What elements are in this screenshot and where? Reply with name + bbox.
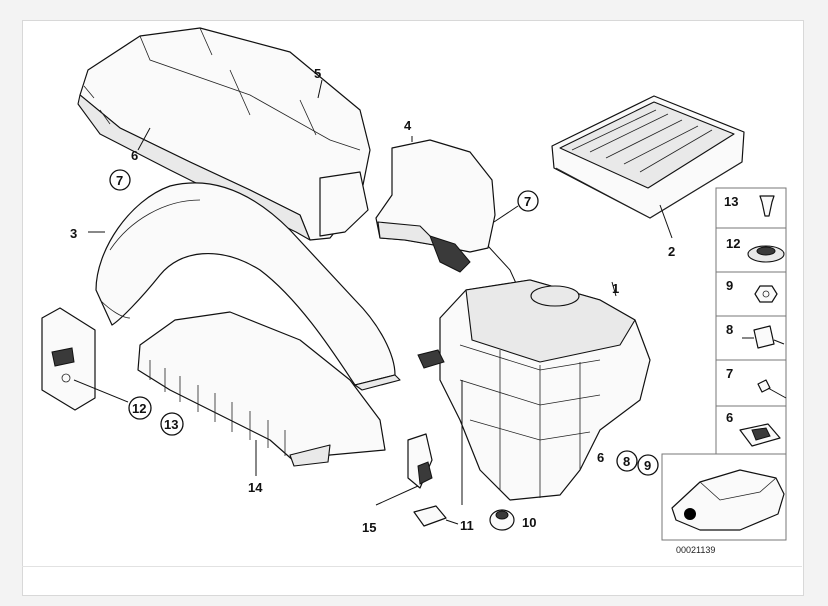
callout-14: 14 bbox=[248, 480, 263, 495]
sidebar-label-6: 6 bbox=[726, 410, 733, 425]
sidebar-label-12: 12 bbox=[726, 236, 740, 251]
leader-7-right bbox=[493, 205, 519, 223]
circled-callout-12: 12 bbox=[128, 396, 152, 420]
bolt-icon[interactable] bbox=[757, 379, 787, 399]
mounting-bracket[interactable] bbox=[41, 307, 129, 411]
part-10-grommet[interactable] bbox=[489, 509, 515, 531]
sidebar-label-13: 13 bbox=[724, 194, 738, 209]
diagram-code: 00021139 bbox=[676, 545, 715, 555]
part-1-air-box[interactable] bbox=[417, 279, 651, 505]
callout-15: 15 bbox=[362, 520, 376, 535]
part-14-lower-shroud[interactable] bbox=[137, 311, 386, 476]
circled-callout-7-top: 7 bbox=[109, 169, 131, 191]
leader-6 bbox=[137, 127, 151, 151]
callout-11: 11 bbox=[460, 518, 474, 533]
part-3-intake-duct[interactable] bbox=[88, 182, 401, 391]
svg-text:13: 13 bbox=[164, 417, 178, 432]
rivet-icon[interactable] bbox=[759, 195, 775, 217]
svg-text:6: 6 bbox=[597, 450, 604, 465]
sidebar-label-8: 8 bbox=[726, 322, 733, 337]
svg-text:9: 9 bbox=[644, 458, 651, 473]
circled-callout-8-bottom: 8 bbox=[616, 450, 638, 472]
circled-callout-6-top: 6 bbox=[131, 148, 138, 163]
svg-text:6: 6 bbox=[131, 148, 138, 163]
callout-5: 5 bbox=[314, 66, 321, 81]
svg-text:7: 7 bbox=[116, 173, 123, 188]
circled-callout-7-right: 7 bbox=[517, 190, 539, 212]
frame-divider bbox=[22, 566, 802, 567]
callout-2: 2 bbox=[668, 244, 675, 259]
callout-6-bottom: 6 bbox=[597, 450, 604, 465]
callout-4: 4 bbox=[404, 118, 412, 133]
callout-1: 1 bbox=[612, 281, 619, 296]
nut-icon[interactable] bbox=[754, 285, 778, 303]
callout-3: 3 bbox=[70, 226, 77, 241]
sidebar-label-9: 9 bbox=[726, 278, 733, 293]
part-4-resonator[interactable] bbox=[375, 136, 521, 293]
part-11-plug[interactable] bbox=[413, 505, 459, 527]
rubber-mount-icon[interactable] bbox=[742, 325, 785, 349]
engine-bay-marker bbox=[684, 508, 696, 520]
circled-callout-9-bottom: 9 bbox=[637, 454, 659, 476]
sidebar-label-7: 7 bbox=[726, 366, 733, 381]
svg-text:8: 8 bbox=[623, 454, 630, 469]
callout-10: 10 bbox=[522, 515, 536, 530]
part-2-air-filter[interactable] bbox=[551, 95, 745, 239]
clip-nut-icon[interactable] bbox=[739, 423, 781, 447]
circled-callout-13: 13 bbox=[160, 412, 184, 436]
grommet-icon[interactable] bbox=[747, 245, 785, 263]
part-15-sensor[interactable] bbox=[375, 433, 433, 506]
car-location-thumbnail[interactable] bbox=[661, 453, 787, 541]
svg-text:12: 12 bbox=[132, 401, 146, 416]
svg-text:7: 7 bbox=[524, 194, 531, 209]
